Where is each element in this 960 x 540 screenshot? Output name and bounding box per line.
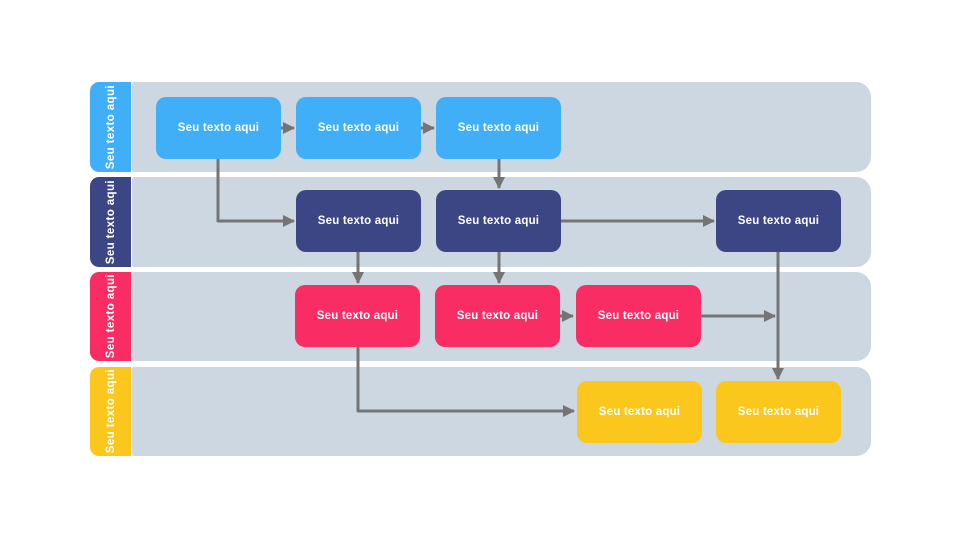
- flow-node-pink-2[interactable]: Seu texto aqui: [435, 285, 560, 347]
- flow-node-navy-2[interactable]: Seu texto aqui: [436, 190, 561, 252]
- flow-node-yellow-1[interactable]: Seu texto aqui: [577, 381, 702, 443]
- flow-node-blue-3[interactable]: Seu texto aqui: [436, 97, 561, 159]
- flow-node-pink-3[interactable]: Seu texto aqui: [576, 285, 701, 347]
- flow-node-blue-1[interactable]: Seu texto aqui: [156, 97, 281, 159]
- flow-node-yellow-2[interactable]: Seu texto aqui: [716, 381, 841, 443]
- lane-4-label[interactable]: Seu texto aqui: [90, 367, 131, 456]
- flow-node-blue-2[interactable]: Seu texto aqui: [296, 97, 421, 159]
- flow-node-pink-1[interactable]: Seu texto aqui: [295, 285, 420, 347]
- lane-2-label[interactable]: Seu texto aqui: [90, 177, 131, 267]
- flow-node-navy-1[interactable]: Seu texto aqui: [296, 190, 421, 252]
- lane-3-label[interactable]: Seu texto aqui: [90, 272, 131, 361]
- lane-3-label-text: Seu texto aqui: [104, 274, 117, 359]
- flow-node-navy-3[interactable]: Seu texto aqui: [716, 190, 841, 252]
- lane-2-label-text: Seu texto aqui: [104, 179, 117, 265]
- lane-1-label[interactable]: Seu texto aqui: [90, 82, 131, 172]
- lane-4-label-text: Seu texto aqui: [104, 369, 117, 454]
- lane-1-label-text: Seu texto aqui: [104, 84, 117, 170]
